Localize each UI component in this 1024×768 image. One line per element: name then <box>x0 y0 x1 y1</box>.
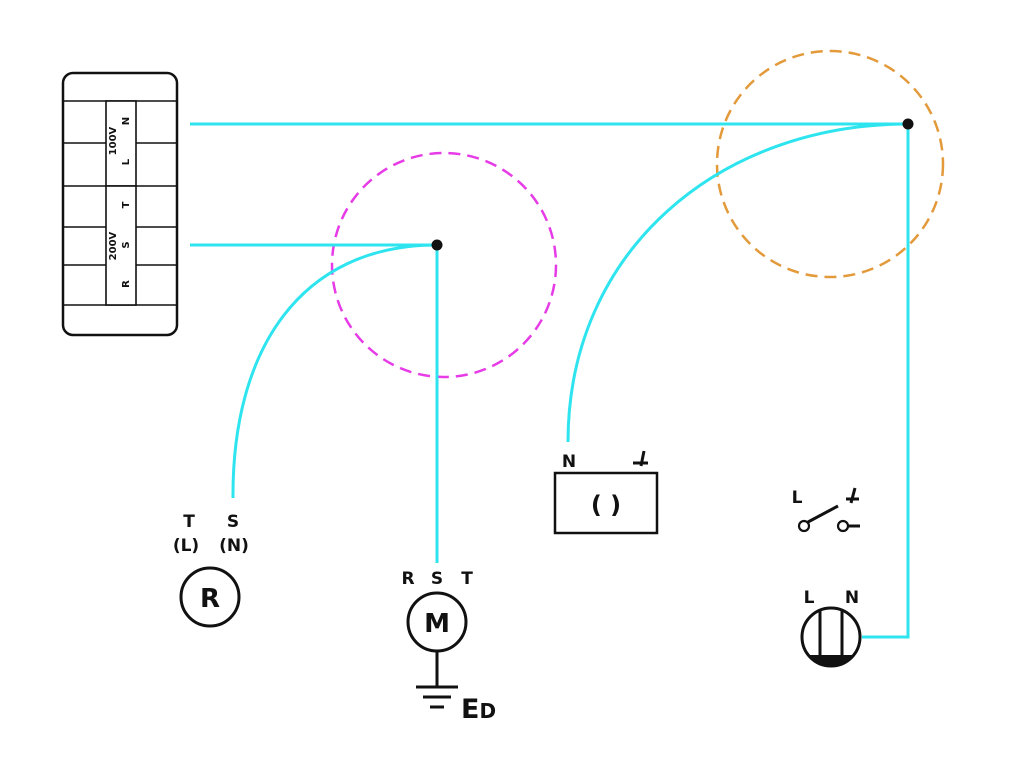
switch: L <box>792 487 860 533</box>
motor: R S T M ED <box>401 569 496 725</box>
distribution-panel: 100V N L 200V T S R <box>61 71 179 337</box>
wire-right-junction-to-lamp <box>862 124 910 639</box>
terminal-block-200v <box>105 185 137 306</box>
junction-dot-right <box>902 118 914 130</box>
device-r-symbol: R <box>200 584 220 614</box>
motor-terminal-s: S <box>431 569 443 589</box>
switch-terminal-l: L <box>792 488 803 508</box>
label-panel-n: N <box>121 117 132 125</box>
device-r-terminal-s: S <box>227 512 239 532</box>
device-r: T S (L) (N) R <box>173 512 249 628</box>
motor-symbol: M <box>424 609 450 639</box>
ground-label: ED <box>461 694 496 725</box>
panel-labels: 100V N L 200V T S R <box>108 117 132 288</box>
device-r-terminal-t: T <box>183 512 195 532</box>
receptacle: N ( ) <box>553 450 659 535</box>
junction-box-left-icon <box>330 151 558 379</box>
junction-box-right-icon <box>715 49 945 279</box>
device-r-terminal-n: (N) <box>219 536 249 556</box>
wires <box>190 122 910 639</box>
label-panel-s: S <box>121 241 132 248</box>
receptacle-ground-mark-icon <box>633 450 648 467</box>
switch-icon <box>797 487 860 533</box>
lamp: L N <box>800 588 862 668</box>
label-panel-t: T <box>121 201 132 208</box>
receptacle-symbol: ( ) <box>591 491 621 519</box>
receptacle-terminal-n: N <box>562 452 576 472</box>
wire-right-junction-to-receptacle <box>566 122 909 443</box>
label-100v: 100V <box>108 126 119 155</box>
label-200v: 200V <box>108 231 119 260</box>
ground-icon <box>416 651 458 709</box>
label-panel-l: L <box>121 158 132 165</box>
receptacle-box-icon <box>553 471 659 535</box>
motor-terminal-t: T <box>461 569 473 589</box>
motor-terminal-r: R <box>401 569 414 589</box>
junction-dot-left <box>431 239 443 251</box>
label-panel-r: R <box>121 280 132 288</box>
device-r-terminal-l: (L) <box>173 536 199 556</box>
lamp-terminal-l: L <box>804 588 815 608</box>
terminal-block-100v <box>105 100 137 187</box>
lamp-icon <box>800 606 862 668</box>
device-r-circle-icon <box>179 566 241 628</box>
lamp-terminal-n: N <box>845 588 859 608</box>
wire-left-junction-to-device-r <box>231 243 438 499</box>
